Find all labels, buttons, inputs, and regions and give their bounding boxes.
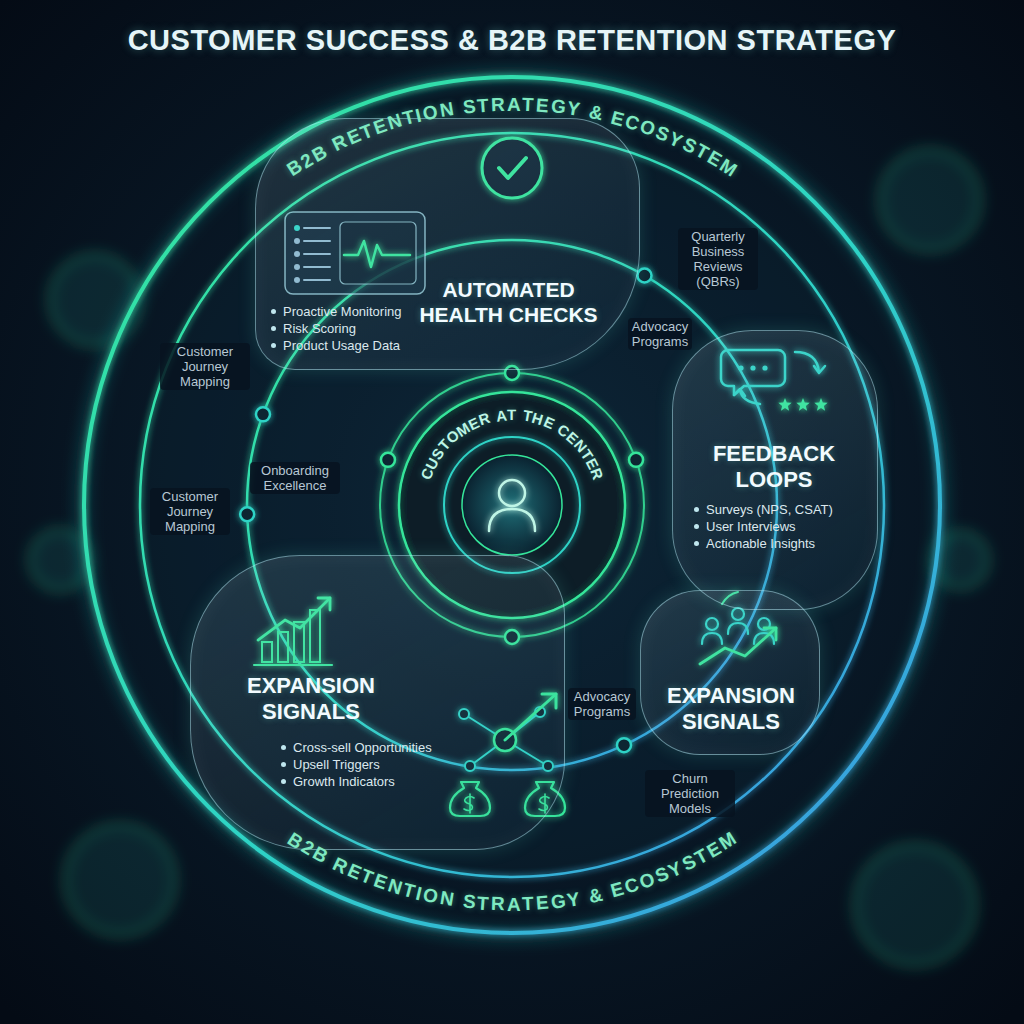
inner-node-dot bbox=[381, 453, 395, 467]
ring-outline bbox=[140, 133, 884, 877]
bokeh-light bbox=[65, 825, 175, 935]
curved-letter: N bbox=[438, 98, 455, 123]
bullet-text: Risk Scoring bbox=[283, 320, 356, 337]
panel-heading: FEEDBACK LOOPS bbox=[684, 441, 864, 494]
curved-letter: O bbox=[421, 884, 440, 909]
curved-letter: R bbox=[491, 893, 506, 916]
panel-heading: AUTOMATED HEALTH CHECKS bbox=[411, 277, 606, 327]
orbit-node-dot bbox=[256, 407, 270, 421]
person-icon bbox=[499, 480, 525, 506]
bokeh-light bbox=[855, 845, 975, 965]
bullet-list: Surveys (NPS, CSAT)User InterviewsAction… bbox=[694, 501, 869, 552]
curved-letter: T bbox=[522, 893, 535, 916]
ring-label: Advocacy Programs bbox=[628, 318, 692, 350]
bullet-text: Upsell Triggers bbox=[293, 756, 380, 773]
curved-letter: T bbox=[477, 94, 490, 118]
ring-outline bbox=[84, 77, 940, 933]
bullet-text: Product Usage Data bbox=[283, 337, 400, 354]
curved-letter: A bbox=[507, 94, 521, 117]
curved-letter: R bbox=[491, 94, 506, 117]
bullet-item: Proactive Monitoring bbox=[271, 303, 411, 320]
curved-letter: A bbox=[494, 406, 507, 425]
person-icon bbox=[489, 509, 535, 531]
inner-node-dot bbox=[629, 453, 643, 467]
curved-letter: T bbox=[477, 892, 490, 916]
bullet-dot bbox=[694, 541, 699, 546]
curved-letter: O bbox=[421, 101, 440, 126]
curved-letter: A bbox=[507, 894, 521, 917]
curved-letter: & bbox=[587, 101, 605, 126]
bullet-dot bbox=[694, 524, 699, 529]
ring-label: Onboarding Excellence bbox=[250, 462, 340, 494]
bullet-item: Product Usage Data bbox=[271, 337, 411, 354]
ring-label: Customer Journey Mapping bbox=[150, 488, 230, 535]
ring-label: Churn Prediction Models bbox=[645, 770, 735, 817]
bullet-item: Growth Indicators bbox=[281, 773, 456, 790]
ring-label: Quarterly Business Reviews (QBRs) bbox=[678, 228, 758, 290]
curved-letter: & bbox=[587, 884, 605, 909]
bullet-text: Growth Indicators bbox=[293, 773, 395, 790]
ring-glow bbox=[82, 75, 942, 935]
person-icon bbox=[489, 480, 535, 531]
ring-glow bbox=[82, 75, 942, 935]
curved-letter: E bbox=[535, 94, 549, 118]
bullet-dot bbox=[281, 762, 286, 767]
bullet-dot bbox=[694, 507, 699, 512]
curved-letter: T bbox=[507, 406, 516, 424]
curved-letter: S bbox=[462, 95, 477, 119]
curved-letter: T bbox=[522, 94, 535, 117]
bullet-text: Proactive Monitoring bbox=[283, 303, 402, 320]
curved-letter: G bbox=[549, 890, 566, 914]
bullet-item: User Interviews bbox=[694, 518, 869, 535]
bullet-text: Cross-sell Opportunities bbox=[293, 739, 432, 756]
curved-letter bbox=[454, 97, 462, 120]
bullet-item: Surveys (NPS, CSAT) bbox=[694, 501, 869, 518]
orbit-node-dot bbox=[240, 507, 254, 521]
bullet-item: Actionable Insights bbox=[694, 535, 869, 552]
curved-letter: Y bbox=[566, 888, 582, 912]
feedback-panel: FEEDBACK LOOPS Surveys (NPS, CSAT)User In… bbox=[672, 330, 878, 610]
curved-letter bbox=[454, 890, 462, 913]
bullet-list: Proactive MonitoringRisk ScoringProduct … bbox=[271, 303, 411, 354]
ring-label: Advocacy Programs bbox=[568, 688, 636, 720]
bullet-text: Actionable Insights bbox=[706, 535, 815, 552]
curved-letter: E bbox=[535, 892, 549, 916]
bullet-dot bbox=[271, 343, 276, 348]
diagram-title: CUSTOMER SUCCESS & B2B RETENTION STRATEG… bbox=[0, 24, 1024, 57]
orbit-node-dot bbox=[617, 738, 631, 752]
bullet-item: Upsell Triggers bbox=[281, 756, 456, 773]
ring-label: Customer Journey Mapping bbox=[160, 343, 250, 390]
bokeh-light bbox=[880, 150, 980, 250]
hub-outline bbox=[462, 455, 562, 555]
curved-letter: G bbox=[549, 95, 566, 119]
expansion-panel: EXPANSION SIGNALS Cross-sell Opportunitie… bbox=[190, 555, 565, 850]
bullet-list: Cross-sell OpportunitiesUpsell TriggersG… bbox=[281, 739, 456, 790]
bullet-dot bbox=[271, 309, 276, 314]
bullet-dot bbox=[281, 779, 286, 784]
bullet-item: Cross-sell Opportunities bbox=[281, 739, 456, 756]
panel-heading: EXPANSION SIGNALS bbox=[211, 673, 411, 726]
curved-letter: Y bbox=[566, 98, 582, 122]
curved-letter: S bbox=[462, 891, 477, 915]
bullet-text: User Interviews bbox=[706, 518, 796, 535]
bullet-text: Surveys (NPS, CSAT) bbox=[706, 501, 833, 518]
orbit-node-dot bbox=[638, 269, 652, 283]
expansion-panel: EXPANSION SIGNALS bbox=[640, 590, 820, 755]
panel-heading: EXPANSION SIGNALS bbox=[656, 683, 806, 736]
hub-outline bbox=[444, 437, 580, 573]
bullet-dot bbox=[271, 326, 276, 331]
bullet-dot bbox=[281, 745, 286, 750]
curved-letter: N bbox=[438, 887, 455, 912]
bullet-item: Risk Scoring bbox=[271, 320, 411, 337]
